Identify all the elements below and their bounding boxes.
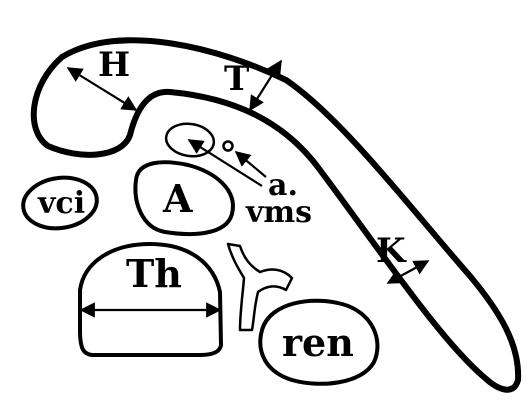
label-t: T	[224, 59, 249, 99]
label-th: Th	[126, 251, 182, 296]
th-shape	[78, 242, 223, 357]
label-vci: vci	[37, 186, 85, 221]
h-measure-arrow	[66, 67, 138, 111]
a-pointer-arrow	[234, 151, 267, 178]
organ-outline	[30, 37, 522, 393]
k-measure-arrow	[386, 260, 430, 284]
label-h: H	[98, 45, 130, 85]
y-vessel-shape	[226, 242, 294, 332]
ren-shape	[258, 298, 380, 386]
vci-shape	[21, 175, 99, 231]
label-k: K	[376, 231, 407, 271]
label-ren: ren	[282, 320, 354, 365]
a-shape	[133, 160, 235, 237]
label-a: A	[162, 176, 193, 221]
vms-pointer-arrow	[187, 139, 263, 187]
small-circle	[222, 140, 234, 152]
label-a-small: a.	[268, 168, 298, 203]
t-measure-arrow	[249, 59, 282, 112]
label-vms: vms	[245, 195, 312, 230]
small-vessel-oval	[164, 122, 216, 158]
